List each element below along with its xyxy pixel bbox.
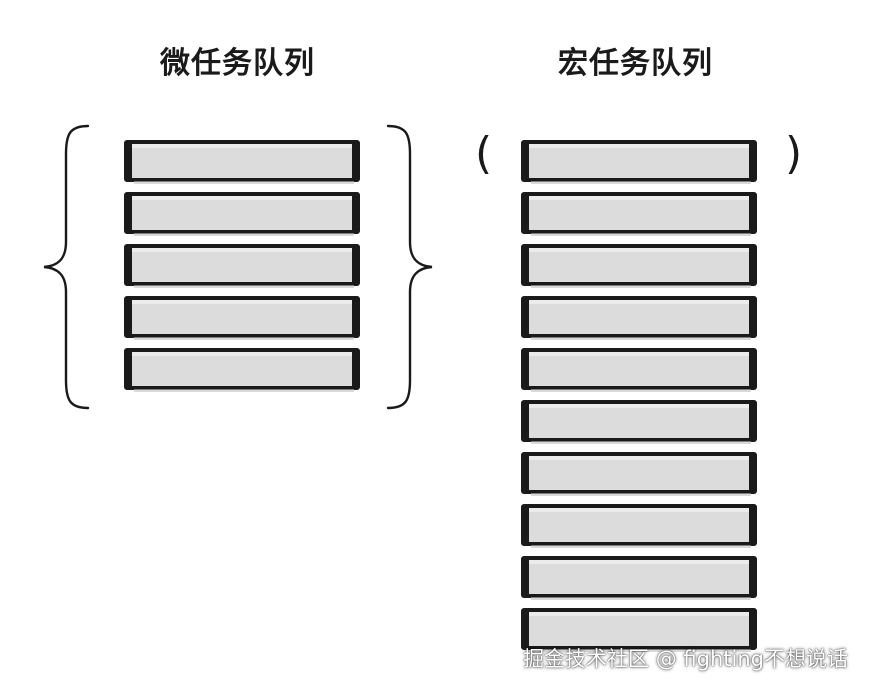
- macro-task-slot-shadow: [531, 285, 751, 288]
- macro-task-slot-shadow: [531, 545, 751, 548]
- macro-task-slot-shadow: [531, 441, 751, 444]
- micro-task-slot-shadow: [134, 181, 354, 184]
- macro-task-slot-shadow: [531, 389, 751, 392]
- macro-task-slot: [521, 244, 757, 288]
- micro-task-slot: [124, 296, 360, 340]
- micro-task-slot: [124, 140, 360, 184]
- macro-task-slot-shadow: [531, 597, 751, 600]
- micro-task-slot: [124, 244, 360, 288]
- left-parenthesis: (: [475, 128, 493, 179]
- macro-task-slot-shadow: [531, 493, 751, 496]
- macro-task-slot-shadow: [531, 181, 751, 184]
- macro-task-slot: [521, 400, 757, 444]
- micro-task-slot-shadow: [134, 337, 354, 340]
- right-curly-brace-icon: [386, 124, 433, 410]
- left-curly-brace-icon: [43, 124, 90, 410]
- macro-task-queue-title: 宏任务队列: [558, 46, 713, 81]
- macro-task-slot: [521, 452, 757, 496]
- macro-task-slot: [521, 504, 757, 548]
- micro-task-slot-shadow: [134, 233, 354, 236]
- macro-task-slot: [521, 348, 757, 392]
- macro-task-slot: [521, 556, 757, 600]
- micro-task-slot: [124, 192, 360, 236]
- macro-task-slot-shadow: [531, 649, 751, 652]
- watermark: 掘金技术社区 @ fighting不想说话: [523, 647, 848, 671]
- macro-task-slot: [521, 192, 757, 236]
- micro-task-queue-title: 微任务队列: [160, 46, 315, 81]
- macro-task-slot-shadow: [531, 233, 751, 236]
- macro-task-slot: [521, 140, 757, 184]
- right-parenthesis: ): [785, 128, 803, 179]
- macro-task-slot-shadow: [531, 337, 751, 340]
- macro-task-slot: [521, 608, 757, 652]
- micro-task-slot-shadow: [134, 285, 354, 288]
- micro-task-slot-shadow: [134, 389, 354, 392]
- macro-task-slot: [521, 296, 757, 340]
- micro-task-slot: [124, 348, 360, 392]
